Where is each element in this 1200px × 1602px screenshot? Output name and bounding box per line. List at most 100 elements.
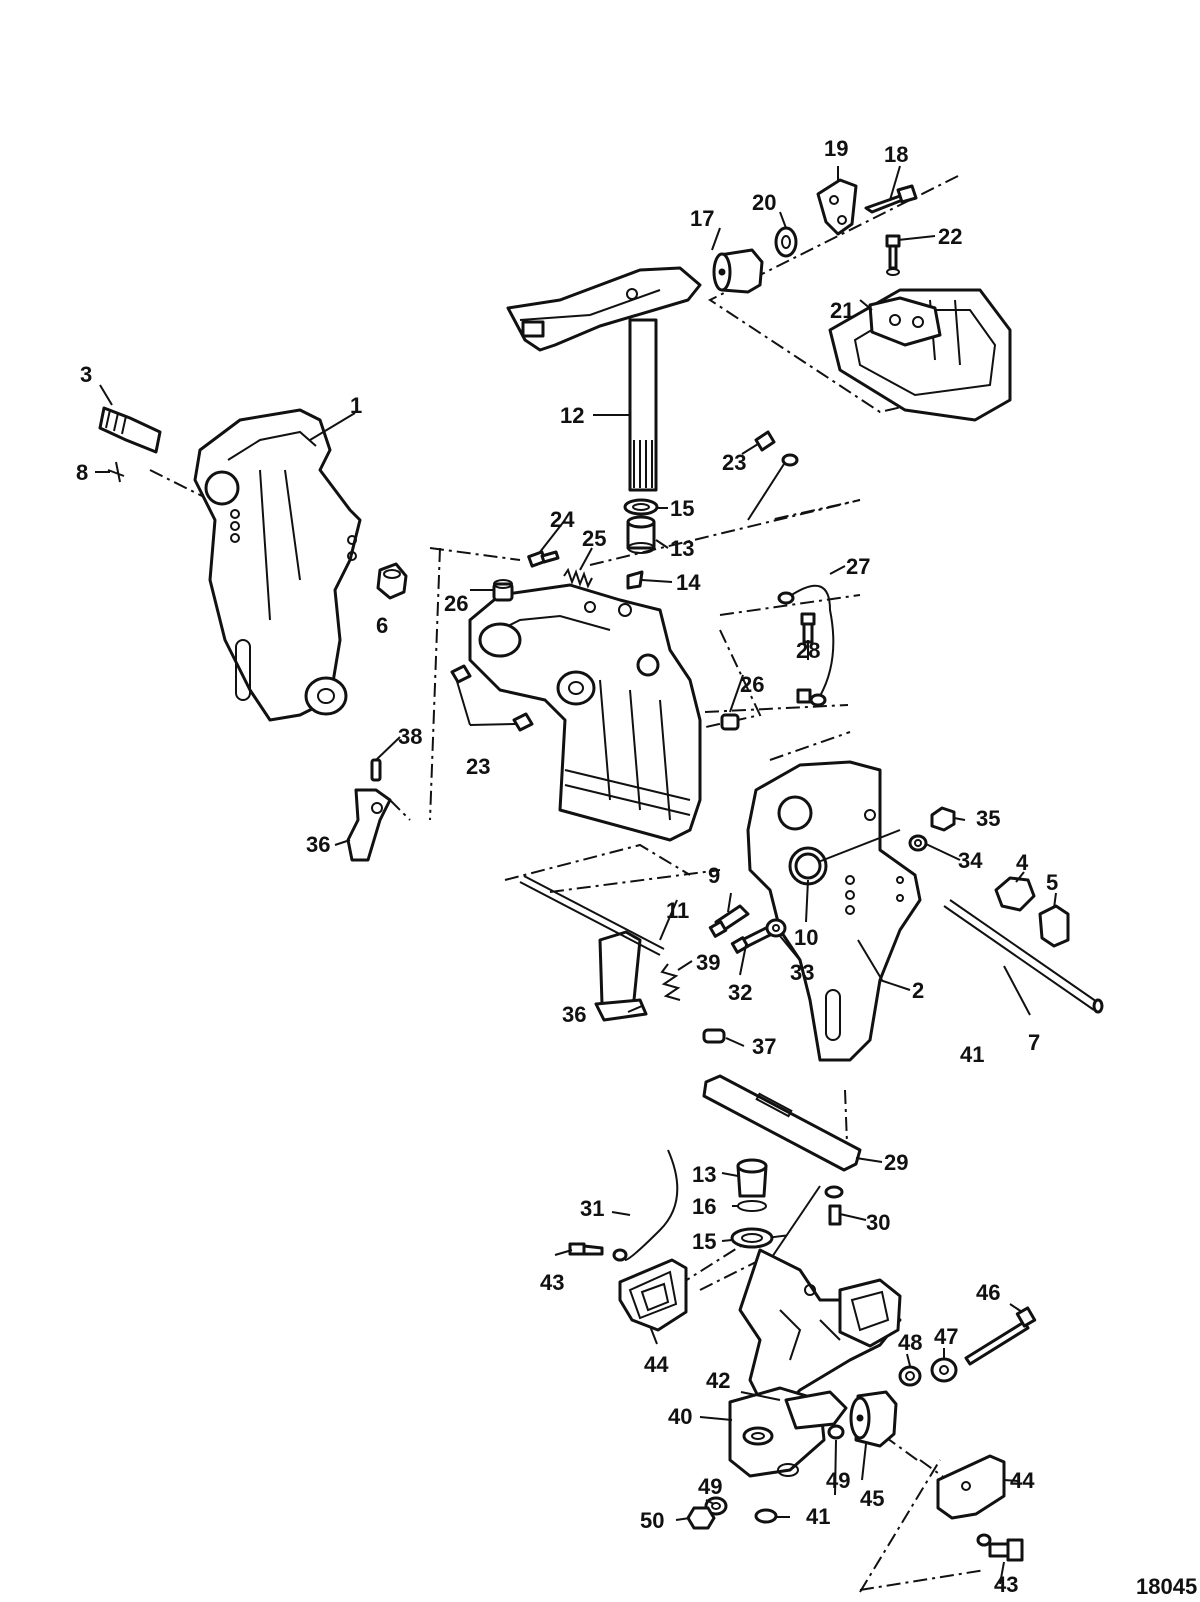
callout-19: 19 <box>824 136 848 161</box>
callout-18: 18 <box>884 142 908 167</box>
callout-40: 40 <box>668 1404 692 1429</box>
callout-31: 31 <box>580 1196 604 1221</box>
washer-49-right <box>827 1424 845 1440</box>
callout-15-lower: 15 <box>692 1229 716 1254</box>
callout-34: 34 <box>958 848 983 873</box>
long-bolt-top <box>864 184 918 214</box>
callout-23-top: 23 <box>722 450 746 475</box>
nut-50 <box>686 1506 716 1530</box>
callout-17: 17 <box>690 206 714 231</box>
callout-27: 27 <box>846 554 870 579</box>
callout-41-lower: 41 <box>806 1504 830 1529</box>
callout-13-lower: 13 <box>692 1162 716 1187</box>
washer-15-lower <box>730 1227 774 1249</box>
callout-12: 12 <box>560 403 584 428</box>
callout-26-left: 26 <box>444 591 468 616</box>
callout-22: 22 <box>938 224 962 249</box>
callout-35: 35 <box>976 806 1000 831</box>
callout-20: 20 <box>752 190 776 215</box>
callout-45: 45 <box>860 1486 884 1511</box>
callout-43-upper: 43 <box>540 1270 564 1295</box>
bushing-13-lower <box>736 1158 768 1198</box>
callout-44-right: 44 <box>1010 1468 1035 1493</box>
callout-4: 4 <box>1016 850 1029 875</box>
callout-11: 11 <box>666 898 689 923</box>
callout-50: 50 <box>640 1508 664 1533</box>
retainer-plate <box>816 178 858 236</box>
nut-35 <box>930 806 956 832</box>
callout-10: 10 <box>794 925 818 950</box>
callout-44-left: 44 <box>644 1352 669 1377</box>
callout-labels: 1 2 3 4 5 6 7 8 9 10 11 12 13 13 14 15 1… <box>76 136 1197 1599</box>
callout-49-right: 49 <box>826 1468 850 1493</box>
clip-41 <box>754 1508 778 1524</box>
grease-fitting-3 <box>98 406 162 454</box>
callout-33: 33 <box>790 960 814 985</box>
mount-bushing <box>712 248 764 294</box>
callout-36-lower: 36 <box>562 1002 586 1027</box>
cap-5 <box>1038 904 1070 948</box>
bushing-13-top <box>626 515 656 554</box>
bolt-24 <box>527 550 560 568</box>
lower-mount-42 <box>784 1390 848 1430</box>
callout-29: 29 <box>884 1150 908 1175</box>
plate-29 <box>702 1074 862 1172</box>
mount-washer <box>774 226 798 258</box>
clip-14 <box>626 570 644 590</box>
lower-swivel-housing <box>738 1248 902 1412</box>
bolt-9 <box>708 904 750 938</box>
washer-33 <box>765 918 787 938</box>
washer-15-top <box>623 498 659 516</box>
leader-lines <box>95 165 1057 1585</box>
screw-43-lower <box>976 1533 1024 1562</box>
callout-43-lower: 43 <box>994 1572 1018 1597</box>
callout-6: 6 <box>376 613 388 638</box>
cover-plate-44-left <box>618 1258 688 1332</box>
screws-28 <box>796 612 816 704</box>
callout-2: 2 <box>912 978 924 1003</box>
callout-13-top: 13 <box>670 536 694 561</box>
callout-32: 32 <box>728 980 752 1005</box>
screw-22 <box>885 234 901 276</box>
callout-36-upper: 36 <box>306 832 330 857</box>
cover-plate-44-right <box>936 1454 1006 1520</box>
callout-8: 8 <box>76 460 88 485</box>
callout-28: 28 <box>796 638 820 663</box>
callout-49-left: 49 <box>698 1474 722 1499</box>
callout-16: 16 <box>692 1194 716 1219</box>
bushing-26-right <box>720 713 740 731</box>
ground-lead-top <box>747 453 799 521</box>
callout-38: 38 <box>398 724 422 749</box>
figure-number: 18045 <box>1136 1574 1197 1599</box>
nut-6 <box>376 562 408 600</box>
callout-1: 1 <box>350 393 362 418</box>
callout-41-mid: 41 <box>960 1042 984 1067</box>
washer-34 <box>908 834 928 852</box>
callout-25: 25 <box>582 526 606 551</box>
callout-30: 30 <box>866 1210 890 1235</box>
callout-26-right: 26 <box>740 672 764 697</box>
callout-24: 24 <box>550 507 575 532</box>
pin-38 <box>370 758 382 782</box>
ring-16 <box>737 1200 767 1212</box>
wire-31 <box>612 1149 679 1262</box>
tilt-lock-lever-lower <box>594 930 648 1022</box>
bolt-46 <box>964 1306 1037 1366</box>
lower-mount-45 <box>849 1390 898 1448</box>
cotter-pin-8 <box>107 461 125 483</box>
washer-48 <box>898 1365 922 1387</box>
callout-9: 9 <box>708 863 720 888</box>
tilt-lock-lever-upper <box>346 788 392 862</box>
swivel-bracket <box>468 583 702 842</box>
nut-4 <box>994 876 1036 912</box>
callout-37: 37 <box>752 1034 776 1059</box>
callout-21: 21 <box>830 298 854 323</box>
washer-47 <box>930 1357 958 1383</box>
tilt-lock-rod <box>519 875 665 956</box>
tilt-tube-7 <box>943 899 1104 1014</box>
pin-37 <box>702 1028 726 1044</box>
transom-bracket-left <box>193 408 362 722</box>
callout-5: 5 <box>1046 870 1058 895</box>
callout-7: 7 <box>1028 1030 1040 1055</box>
callout-47: 47 <box>934 1324 958 1349</box>
